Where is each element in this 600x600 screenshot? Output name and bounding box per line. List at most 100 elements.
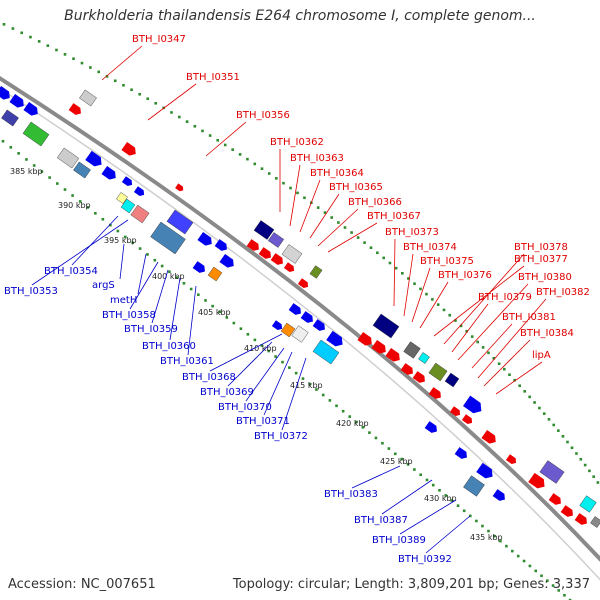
tick-ring-outer-dot: [343, 226, 347, 229]
gene-block: [418, 352, 430, 364]
accession-text: Accession: NC_007651: [8, 577, 156, 592]
tick-ring-outer-dot: [2, 23, 6, 26]
tick-ring-inner-dot: [175, 276, 179, 279]
gene-arrow: [121, 176, 133, 187]
gene-arrow-shape: [101, 165, 116, 180]
tick-ring-inner-dot: [17, 152, 20, 155]
tick-ring-inner-dot: [511, 549, 514, 553]
tick-ring-outer-dot: [337, 221, 340, 224]
tick-ring-inner-dot: [450, 499, 454, 502]
gene-block-body: [120, 198, 136, 214]
gene-arrow-shape: [283, 262, 295, 273]
tick-ring-inner-dot: [540, 574, 543, 578]
tick-ring-outer-dot: [394, 266, 398, 270]
gene-block: [280, 322, 296, 338]
tick-ring-inner-dot: [413, 468, 416, 471]
tick-ring-outer-dot: [518, 384, 521, 388]
tick-ring-outer-dot: [216, 138, 219, 142]
tick-ring-outer-dot: [130, 88, 133, 92]
tick-ring-inner-dot: [355, 420, 358, 424]
gene-label-top: BTH_I0381: [502, 312, 556, 323]
tick-ring-outer-dot: [566, 440, 569, 444]
tick-ring-inner-dot: [94, 212, 97, 215]
tick-ring-outer-dot: [523, 390, 526, 393]
tick-ring-outer-dot: [425, 292, 428, 296]
gene-arrow: [449, 406, 461, 417]
tick-ring-inner-dot: [368, 431, 371, 434]
tick-ring-outer-dot: [208, 134, 212, 137]
gene-block-body: [253, 220, 275, 240]
tick-ring-outer-dot: [413, 282, 416, 285]
gene-block: [309, 265, 323, 279]
tick-ring-inner-dot: [294, 371, 298, 375]
label-leader-line: [129, 261, 159, 310]
gene-label-bottom: argS: [92, 280, 115, 291]
tick-ring-outer-dot: [356, 236, 360, 239]
tick-ring-inner-dot: [218, 310, 222, 314]
tick-ring-inner-dot: [487, 529, 490, 533]
tick-ring-inner-dot: [499, 539, 502, 543]
gene-arrow-shape: [271, 320, 283, 331]
label-leader-line: [187, 285, 197, 356]
tick-ring-inner-dot: [516, 554, 520, 558]
gene-arrow: [0, 85, 10, 100]
label-leader-line: [205, 121, 247, 157]
tick-ring-outer-dot: [246, 157, 249, 161]
tick-ring-inner-dot: [419, 473, 423, 477]
tick-ring-outer-dot: [476, 340, 479, 344]
tick-ring-inner-dot: [557, 589, 561, 592]
gene-block-body: [291, 325, 309, 343]
gene-block: [312, 339, 340, 365]
tick-ring-outer-dot: [583, 463, 587, 467]
gene-label-bottom: BTH_I0361: [160, 356, 214, 367]
gene-block-body: [281, 244, 303, 264]
gene-block: [79, 89, 97, 107]
tick-ring-inner-dot: [267, 349, 271, 353]
gene-block: [130, 204, 150, 224]
tick-ring-outer-dot: [481, 346, 485, 349]
tick-ring-outer-dot: [592, 475, 595, 478]
gene-arrow-shape: [214, 239, 227, 251]
tick-ring-outer-dot: [363, 241, 366, 244]
label-leader-line: [381, 479, 433, 515]
tick-ring-inner-dot: [1, 139, 5, 143]
tick-ring-inner-dot: [86, 206, 90, 209]
gene-label-bottom: BTH_I0372: [254, 431, 308, 442]
tick-ring-outer-dot: [401, 272, 404, 275]
tick-ring-inner-dot: [431, 483, 435, 487]
tick-ring-inner-dot: [546, 579, 549, 582]
kbp-tick-label: 415 kbp: [290, 381, 323, 390]
label-leader-line: [419, 281, 449, 329]
gene-arrow-shape: [357, 331, 372, 346]
tick-ring-inner-dot: [301, 377, 305, 380]
tick-ring-inner-dot: [71, 194, 74, 197]
tick-ring-outer-dot: [72, 57, 75, 61]
tick-ring-inner-dot: [153, 258, 157, 262]
tick-ring-inner-dot: [138, 247, 142, 250]
gene-label-bottom: BTH_I0368: [182, 372, 236, 383]
tick-ring-inner-dot: [211, 304, 214, 308]
tick-ring-outer-dot: [253, 162, 257, 166]
tick-ring-inner-dot: [400, 457, 403, 461]
gene-block-body: [309, 265, 323, 279]
gene-block-body: [280, 322, 296, 338]
tick-ring-inner-dot: [321, 393, 325, 397]
tick-ring-inner-dot: [124, 235, 127, 239]
gene-label-top: BTH_I0384: [520, 328, 574, 339]
tick-ring-outer-dot: [588, 469, 591, 473]
gene-label-top: BTH_I0367: [367, 211, 421, 222]
kbp-tick-label: 390 kbp: [58, 201, 91, 210]
gene-arrow: [297, 278, 309, 289]
gene-arrow: [385, 347, 400, 362]
tick-ring-inner-dot: [456, 504, 460, 508]
tick-ring-inner-dot: [374, 436, 378, 440]
gene-arrow-shape: [400, 363, 413, 375]
gene-label-bottom: BTH_I0392: [398, 554, 452, 565]
label-leader-line: [327, 222, 378, 253]
gene-block: [207, 266, 223, 282]
gene-label-top: lipA: [532, 350, 551, 361]
label-leader-line: [71, 215, 119, 266]
kbp-tick-label: 385 kbp: [10, 167, 43, 176]
gene-arrow-shape: [85, 150, 102, 167]
gene-label-top: BTH_I0373: [385, 227, 439, 238]
